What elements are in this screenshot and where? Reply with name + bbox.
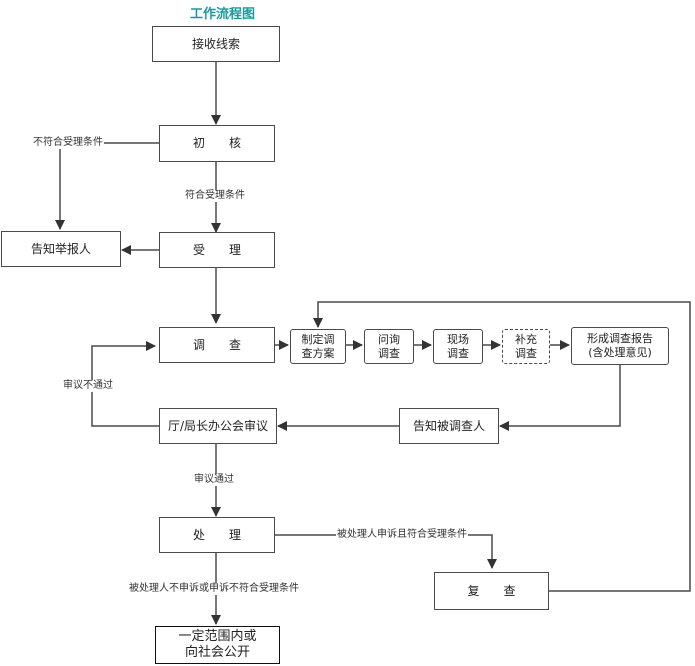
label-no-appeal: 被处理人不申诉或申诉不符合受理条件 xyxy=(128,583,300,595)
node-receive-clues: 接收线索 xyxy=(152,26,280,62)
diagram-title: 工作流程图 xyxy=(189,7,255,22)
node-meeting-review: 厅/局长办公会审议 xyxy=(159,408,277,444)
node-report: 形成调查报告 (含处理意见) xyxy=(571,327,669,365)
node-inform-investigated: 告知被调查人 xyxy=(399,408,499,444)
node-publish: 一定范围内或 向社会公开 xyxy=(155,626,280,664)
label-not-meet: 不符合受理条件 xyxy=(32,137,104,149)
label-review-fail: 审议不通过 xyxy=(62,380,114,392)
label-appeal-meet: 被处理人申诉且符合受理条件 xyxy=(336,529,468,541)
edge-check-to-inform xyxy=(55,142,159,230)
node-inquiry: 问询 调查 xyxy=(364,329,414,364)
node-accept: 受 理 xyxy=(159,232,275,268)
node-handle: 处 理 xyxy=(159,517,275,553)
edge-recheck-to-plan xyxy=(313,301,691,592)
edge-report-to-inform-investigated xyxy=(499,365,621,431)
node-recheck: 复 查 xyxy=(434,572,549,610)
node-supplement: 补充 调查 xyxy=(502,329,550,364)
node-onsite: 现场 调查 xyxy=(433,329,483,364)
node-initial-check: 初 核 xyxy=(159,125,275,162)
label-review-pass: 审议通过 xyxy=(193,474,235,486)
node-make-plan: 制定调 查方案 xyxy=(290,329,346,364)
node-inform-reporter: 告知举报人 xyxy=(1,231,121,267)
node-investigate: 调 查 xyxy=(159,327,275,363)
label-meet: 符合受理条件 xyxy=(184,190,246,202)
